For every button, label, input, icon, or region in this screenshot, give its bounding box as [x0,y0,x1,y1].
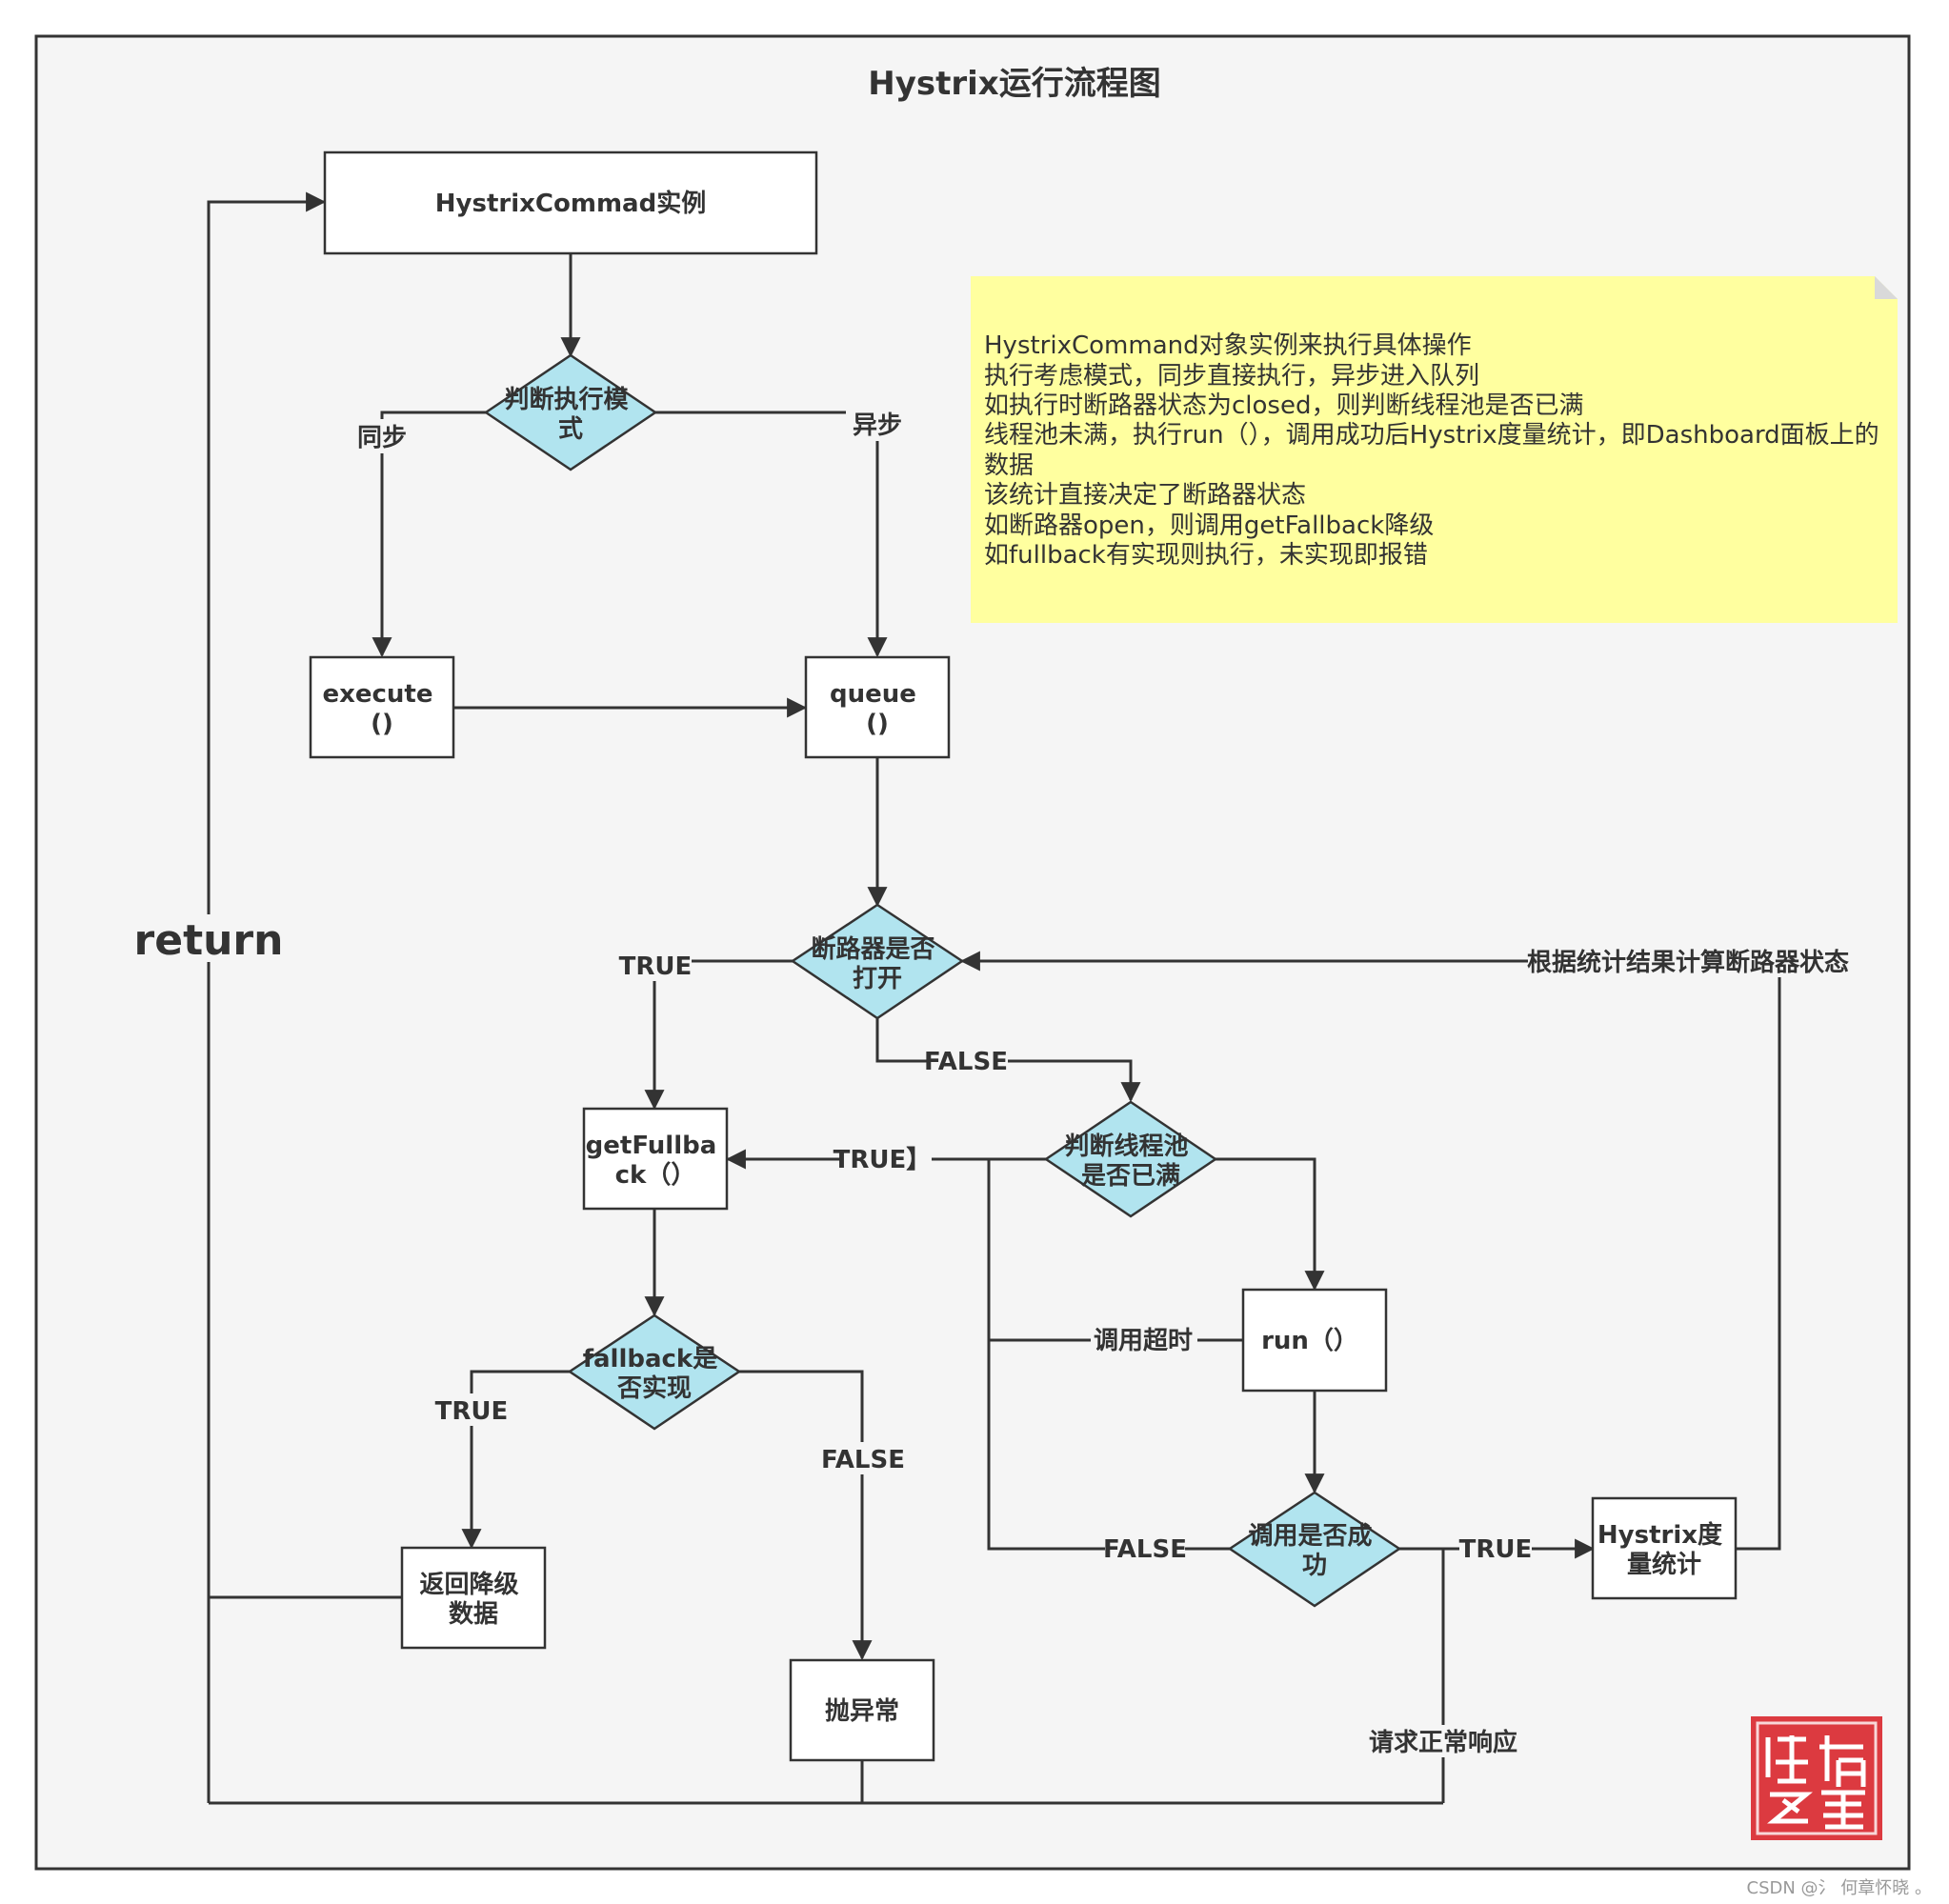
pool-full-label: 判断线程池 是否已满 [1064,1132,1196,1191]
mode-decision-label: 判断执行模 式 [504,385,636,444]
label-breaker-false: FALSE [924,1048,1008,1076]
metrics-label: Hystrix度 量统计 [1597,1520,1731,1579]
command-box [323,150,818,255]
explanation-note: HystrixCommand对象实例来执行具体操作 执行考虑模式，同步直接执行，… [971,276,1898,623]
edge-impl-to-return [461,1370,570,1550]
execute-box [309,655,455,759]
queue-box [804,655,951,759]
seal-stamp-icon [1751,1716,1882,1840]
label-sync: 同步 [357,423,407,452]
label-async: 异步 [853,411,902,440]
edge-metrics-to-breaker [959,951,1781,1551]
return-degraded-box [400,1546,547,1650]
label-normal-response: 请求正常响应 [1369,1728,1517,1757]
label-fallback-false: FALSE [821,1446,905,1474]
label-timeout: 调用超时 [1094,1327,1193,1355]
return-degraded-label: 返回降级 数据 [419,1570,527,1629]
edge-mode-to-execute [372,411,486,658]
edge-pool-to-run [1216,1157,1325,1292]
command-label: HystrixCommad实例 [435,189,706,218]
queue-label: queue () [830,680,925,738]
fallback-impl-diamond [567,1313,742,1431]
diagram-title: Hystrix运行流程图 [868,65,1160,103]
label-pool-true: TRUE】 [834,1146,932,1174]
breaker-open-label: 断路器是否 打开 [811,934,943,993]
get-fallback-box [582,1107,729,1211]
call-success-diamond [1227,1491,1402,1608]
label-call-false: FALSE [1103,1535,1187,1564]
edge-return-to-command [207,191,327,1803]
execute-label: execute () [322,680,441,738]
run-label: run（） [1261,1327,1358,1355]
footer-watermark: CSDN @氵 何章怀晓 。 [1747,1878,1932,1898]
edge-impl-to-throw [739,1370,873,1661]
throw-label: 抛异常 [825,1697,899,1726]
label-fallback-true: TRUE [435,1397,509,1426]
pool-full-diamond [1043,1100,1218,1218]
breaker-open-diamond [790,903,965,1020]
call-success-label: 调用是否成 功 [1248,1522,1380,1580]
throw-box [789,1658,935,1762]
label-return: return [134,916,284,965]
run-box [1241,1288,1388,1393]
label-call-true: TRUE [1459,1535,1533,1564]
fallback-impl-label: fallback是 否实现 [583,1345,727,1403]
mode-decision-diamond [483,353,658,471]
metrics-box [1591,1496,1738,1600]
label-breaker-true: TRUE [619,952,693,981]
note-text: HystrixCommand对象实例来执行具体操作 执行考虑模式，同步直接执行，… [984,331,1887,570]
get-fallback-label: getFullba ck（） [586,1132,726,1190]
label-calc-state: 根据统计结果计算断路器状态 [1527,948,1849,977]
